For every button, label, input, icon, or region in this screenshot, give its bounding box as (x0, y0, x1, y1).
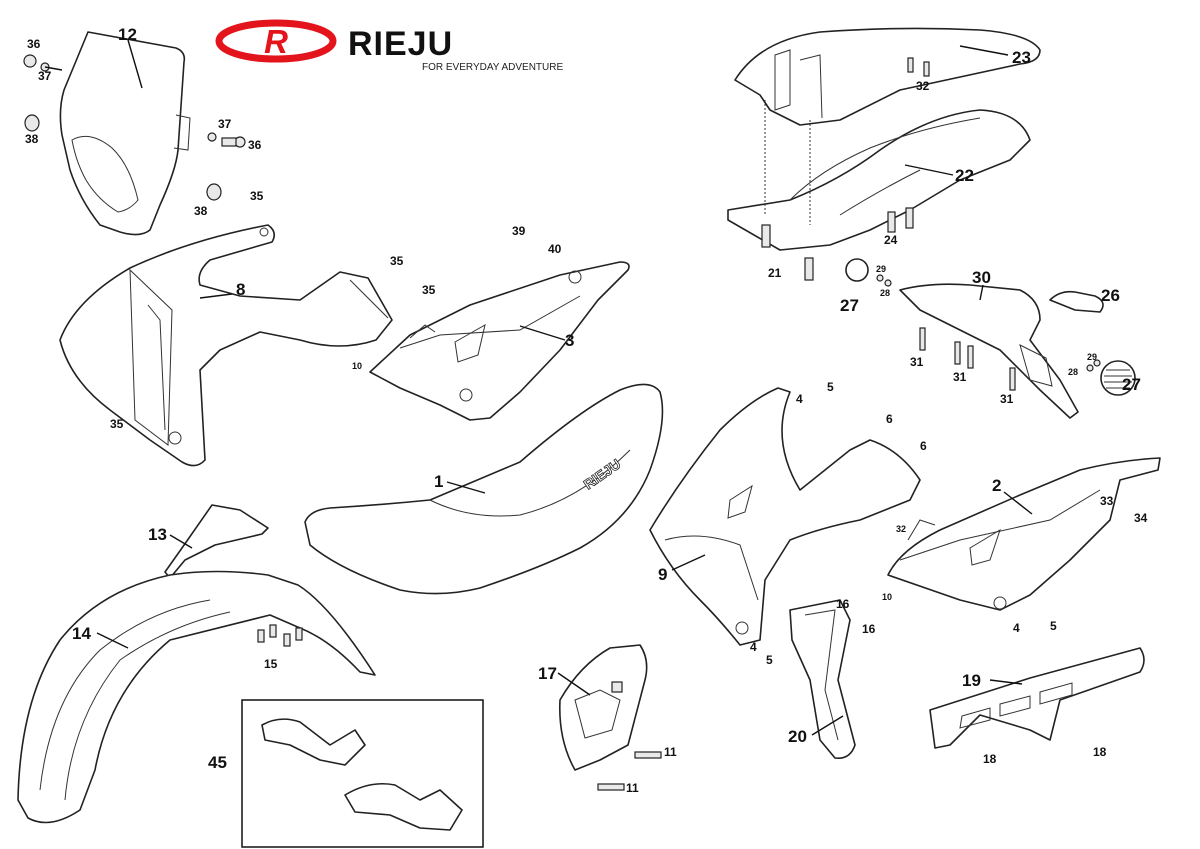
sprocket-guard (558, 644, 648, 771)
callout-17: 17 (538, 664, 557, 683)
reflector-bar (1049, 290, 1104, 313)
callout-14: 14 (72, 624, 91, 643)
callout-39: 39 (512, 224, 526, 238)
callout-37: 37 (218, 117, 232, 131)
callout-32: 32 (916, 79, 930, 93)
callout-36: 36 (27, 37, 41, 51)
callout-45: 45 (208, 753, 227, 772)
callout-27: 27 (840, 296, 859, 315)
callout-26: 26 (1101, 286, 1120, 305)
callout-11: 11 (664, 745, 677, 759)
front-fender (17, 570, 376, 824)
callout-3: 3 (565, 331, 574, 350)
callout-29: 29 (1087, 352, 1097, 362)
callout-32: 32 (896, 524, 906, 534)
round-reflector-left (845, 258, 869, 282)
brand-logo: R RIEJU FOR EVERYDAY ADVENTURE (215, 19, 563, 73)
callout-27: 27 (1122, 375, 1141, 394)
fender-bracket (164, 504, 269, 579)
callout-13: 13 (148, 525, 167, 544)
callout-38: 38 (25, 132, 39, 146)
callout-33: 33 (1100, 494, 1114, 508)
callout-35: 35 (422, 283, 436, 297)
seat: RIEJU (304, 383, 664, 595)
hand-guard-inset-frame (241, 699, 484, 848)
callout-23: 23 (1012, 48, 1031, 67)
chain-guard (929, 647, 1145, 749)
rear-fender-cover (734, 27, 1041, 126)
callout-31: 31 (1000, 392, 1014, 406)
hand-guards (261, 718, 463, 831)
callout-16: 16 (836, 597, 850, 611)
left-radiator-shroud (59, 224, 393, 467)
callout-16: 16 (862, 622, 876, 636)
callout-10: 10 (352, 361, 362, 371)
callout-4: 4 (750, 640, 757, 654)
callout-1: 1 (434, 472, 443, 491)
callout-2: 2 (992, 476, 1001, 495)
callout-9: 9 (658, 565, 667, 584)
callout-6: 6 (886, 412, 893, 426)
logo-mark: R (264, 23, 288, 60)
callout-29: 29 (876, 264, 886, 274)
callout-38: 38 (194, 204, 208, 218)
brand-tagline: FOR EVERYDAY ADVENTURE (422, 62, 563, 73)
callout-28: 28 (880, 288, 890, 298)
callout-4: 4 (796, 392, 803, 406)
headlight-mask (59, 31, 191, 236)
callout-31: 31 (910, 355, 924, 369)
callout-37: 37 (38, 69, 52, 83)
callout-28: 28 (1068, 367, 1078, 377)
callout-35: 35 (390, 254, 404, 268)
callout-8: 8 (236, 280, 245, 299)
callout-24: 24 (884, 233, 898, 247)
callout-35: 35 (250, 189, 264, 203)
callout-18: 18 (983, 752, 997, 766)
callout-34: 34 (1134, 511, 1148, 525)
right-radiator-shroud (649, 387, 921, 646)
left-side-panel (369, 261, 630, 421)
callout-4: 4 (1013, 621, 1020, 635)
callout-22: 22 (955, 166, 974, 185)
callout-12: 12 (118, 25, 137, 44)
callout-30: 30 (972, 268, 991, 287)
callout-21: 21 (768, 266, 782, 280)
callout-35: 35 (110, 417, 124, 431)
callout-20: 20 (788, 727, 807, 746)
license-plate-holder (899, 283, 1079, 419)
callout-5: 5 (827, 380, 834, 394)
rear-fender (727, 100, 1031, 251)
callout-36: 36 (248, 138, 262, 152)
callout-5: 5 (1050, 619, 1057, 633)
callout-19: 19 (962, 671, 981, 690)
callout-labels: 12 36 37 38 37 36 38 35 8 35 35 35 10 39… (25, 25, 1148, 795)
callout-18: 18 (1093, 745, 1107, 759)
leader-lines (96, 39, 1033, 736)
callout-5: 5 (766, 653, 773, 667)
right-side-panel (887, 457, 1161, 611)
brand-wordmark: RIEJU (348, 25, 453, 63)
callout-40: 40 (548, 242, 562, 256)
callout-10: 10 (882, 592, 892, 602)
callout-11: 11 (626, 781, 639, 795)
callout-15: 15 (264, 657, 278, 671)
callout-6: 6 (920, 439, 927, 453)
logo-oval (215, 19, 337, 63)
callout-31: 31 (953, 370, 967, 384)
